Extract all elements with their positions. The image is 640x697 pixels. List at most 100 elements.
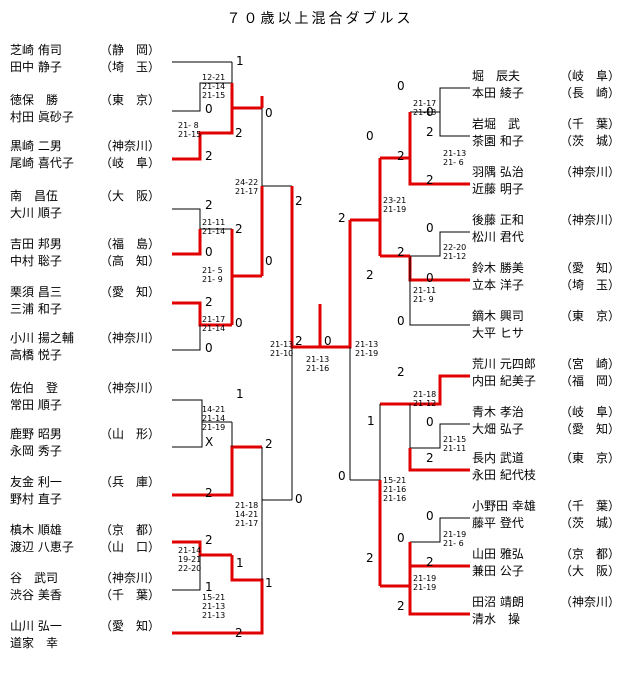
player-name: 田沼 靖朗 <box>472 595 524 609</box>
player-name: 鏑木 興司 <box>472 309 524 323</box>
right-player-row: 田沼 靖朗（神奈川） <box>472 594 620 611</box>
prefecture-label: （神奈川） <box>560 213 621 227</box>
player-name: 鈴木 勝美 <box>472 261 524 275</box>
match-result-mark: 0 <box>426 509 434 523</box>
player-name: 茶園 和子 <box>472 134 524 148</box>
winner-path <box>230 229 262 278</box>
prefecture-label: （兵 庫） <box>100 475 161 489</box>
player-name: 道家 幸 <box>10 636 59 650</box>
left-player-row: 尾崎 喜代子（岐 阜） <box>10 155 160 172</box>
player-name: 堀 辰夫 <box>472 69 521 83</box>
match-result-mark: 0 <box>426 415 434 429</box>
player-name: 佐伯 登 <box>10 381 59 395</box>
winner-path <box>320 220 352 349</box>
prefecture-label: （千 葉） <box>560 117 621 131</box>
right-player-row: 藤平 登代（茨 城） <box>472 515 620 532</box>
bracket-line <box>410 517 470 543</box>
right-player-row: 兼田 公子（大 阪） <box>472 563 620 580</box>
player-name: 山田 雅弘 <box>472 547 524 561</box>
match-result-mark: 2 <box>426 173 434 187</box>
player-name: 後藤 正和 <box>472 213 524 227</box>
match-result-mark: 0 <box>295 492 303 506</box>
prefecture-label: （愛 知） <box>100 285 161 299</box>
player-name: 永岡 秀子 <box>10 444 62 458</box>
prefecture-label: （福 岡） <box>560 374 621 388</box>
right-player-row: 小野田 幸雄（千 葉） <box>472 498 620 515</box>
player-name: 中村 聡子 <box>10 254 62 268</box>
prefecture-label: （高 知） <box>100 254 161 268</box>
right-player-row: 羽隅 弘治（神奈川） <box>472 164 620 181</box>
match-result-mark: X <box>205 435 213 449</box>
bracket-line <box>410 231 470 257</box>
left-player-row: 永岡 秀子 <box>10 443 100 460</box>
right-player-row: 本田 綾子（長 崎） <box>472 85 620 102</box>
left-player-row: 谷 武司（神奈川） <box>10 570 160 587</box>
match-result-mark: 2 <box>397 365 405 379</box>
player-name: 谷 武司 <box>10 571 59 585</box>
player-name: 徳保 勝 <box>10 93 59 107</box>
prefecture-label: （岐 阜） <box>560 405 621 419</box>
match-result-mark: 2 <box>205 198 213 212</box>
prefecture-label: （埼 玉） <box>560 278 621 292</box>
match-result-mark: 0 <box>426 221 434 235</box>
prefecture-label: （静 岡） <box>100 43 161 57</box>
prefecture-label: （山 口） <box>100 540 161 554</box>
left-player-row: 三浦 和子 <box>10 301 100 318</box>
player-name: 田中 静子 <box>10 60 62 74</box>
winner-path <box>408 448 470 472</box>
right-player-row: 青木 孝治（岐 阜） <box>472 404 620 421</box>
match-result-mark: 1 <box>236 54 244 68</box>
prefecture-label: （茨 城） <box>560 134 621 148</box>
prefecture-label: （山 形） <box>100 427 161 441</box>
prefecture-label: （埼 玉） <box>100 60 161 74</box>
player-name: 羽隅 弘治 <box>472 165 524 179</box>
match-result-mark: 0 <box>265 106 273 120</box>
player-name: 渋谷 美香 <box>10 588 62 602</box>
match-result-mark: 2 <box>338 211 346 225</box>
bracket-line <box>172 208 232 230</box>
bracket-line <box>350 404 381 481</box>
player-name: 高橋 悦子 <box>10 348 62 362</box>
match-result-mark: 0 <box>426 105 434 119</box>
player-name: 長内 武道 <box>472 451 524 465</box>
player-name: 内田 紀美子 <box>472 374 536 388</box>
player-name: 吉田 邦男 <box>10 237 62 251</box>
left-player-row: 徳保 勝（東 京） <box>10 92 160 109</box>
match-result-mark: 2 <box>426 125 434 139</box>
player-name: 荒川 元四郎 <box>472 357 536 371</box>
left-player-row: 渋谷 美香（千 葉） <box>10 587 160 604</box>
prefecture-label: （福 島） <box>100 237 161 251</box>
player-name: 芝崎 侑司 <box>10 43 62 57</box>
prefecture-label: （大 阪） <box>100 189 161 203</box>
left-player-row: 常田 順子 <box>10 397 100 414</box>
prefecture-label: （岐 阜） <box>560 69 621 83</box>
match-result-mark: 2 <box>205 295 213 309</box>
winner-path <box>408 158 470 186</box>
bracket-line <box>410 423 470 449</box>
match-result-mark: 0 <box>205 341 213 355</box>
match-result-mark: 1 <box>236 556 244 570</box>
left-player-row: 村田 眞砂子 <box>10 109 100 126</box>
player-name: 野村 直子 <box>10 492 62 506</box>
winner-path <box>408 586 470 616</box>
player-name: 小野田 幸雄 <box>472 499 536 513</box>
prefecture-label: （愛 知） <box>100 619 161 633</box>
left-player-row: 道家 幸 <box>10 635 100 652</box>
match-result-mark: 2 <box>295 334 303 348</box>
player-name: 常田 順子 <box>10 398 62 412</box>
bracket-line <box>172 422 203 448</box>
bracket-line <box>172 399 232 423</box>
right-player-row: 鈴木 勝美（愛 知） <box>472 260 620 277</box>
right-player-row: 茶園 和子 （茨 城） <box>472 133 620 150</box>
player-name: 立本 洋子 <box>472 278 524 292</box>
right-player-row: 近藤 明子 <box>472 181 560 198</box>
